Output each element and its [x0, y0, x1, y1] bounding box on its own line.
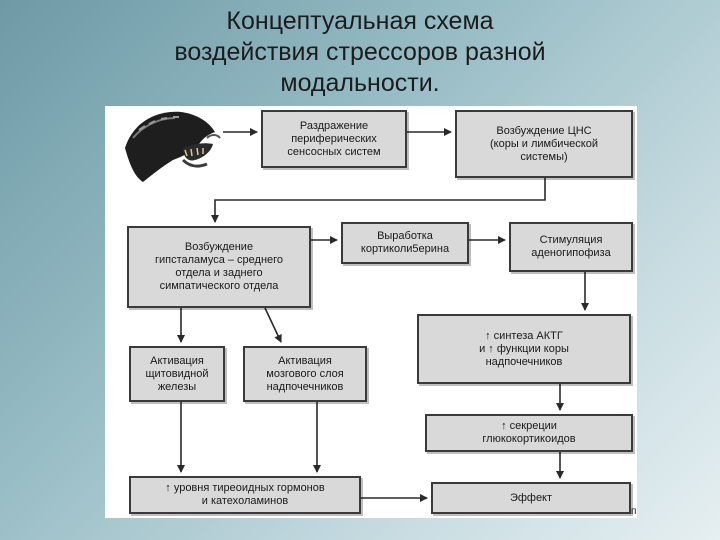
- edge-cns-hypothalamus: [211, 178, 546, 223]
- slide-title: Концептуальная схема воздействия стрессо…: [174, 7, 546, 97]
- diagram-edges: [177, 128, 589, 502]
- node-medulla: Активация мозгового слоя надпочечников: [243, 346, 367, 402]
- node-irritation: Раздражение периферических сенсосных сис…: [261, 110, 407, 168]
- page-mark: п: [631, 506, 637, 517]
- edge-hypothalamus-medulla: [264, 307, 282, 343]
- stressor-creature-image: [123, 108, 221, 184]
- node-cns: Возбуждение ЦНС (коры и лимбической сист…: [455, 110, 633, 178]
- diagram-panel: Раздражение периферических сенсосных сис…: [105, 106, 637, 518]
- node-thyroid: Активация щитовидной железы: [129, 346, 225, 402]
- node-hypothalamus: Возбуждение гипсталамуса – среднего отде…: [127, 226, 311, 308]
- node-adenohypophysis: Стимуляция аденогипофиза: [509, 222, 633, 272]
- node-glucocorticoids: ↑ секреции глюкокортикоидов: [425, 414, 633, 452]
- node-acth: ↑ синтеза АКТГ и ↑ функции коры надпочеч…: [417, 314, 631, 384]
- node-corticoliberin: Выработка кортиколи5ерина: [341, 222, 469, 264]
- node-hormones: ↑ уровня тиреоидных гормонов и катехолам…: [129, 476, 361, 514]
- node-effect: Эффект: [431, 482, 631, 514]
